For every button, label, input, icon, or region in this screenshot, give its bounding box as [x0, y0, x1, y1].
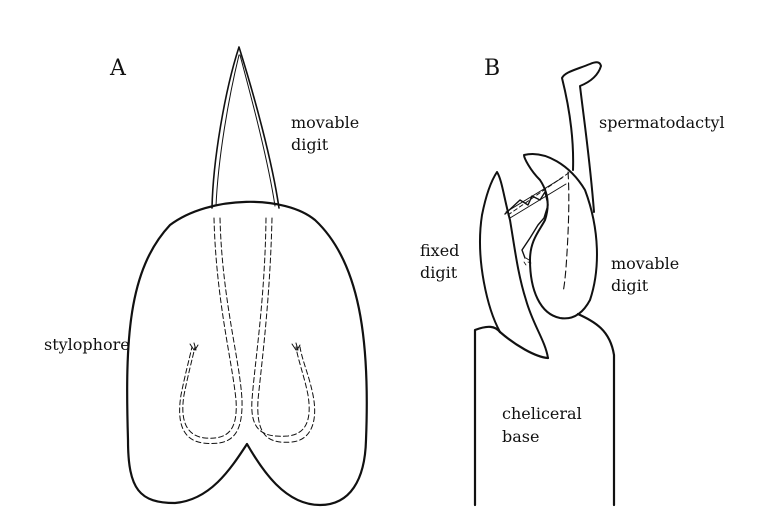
stylet-outline: [211, 46, 280, 209]
stylophore-outline: [126, 200, 368, 507]
spermatodactyl-outline: [561, 61, 602, 213]
label-cheliceral-base-line1: cheliceral: [502, 404, 582, 423]
label-spermatodactyl: spermatodactyl: [599, 113, 725, 132]
panel-b-drawing: [473, 61, 616, 507]
panel-b-letter: B: [484, 56, 501, 81]
fixed-digit-outline: [479, 171, 549, 359]
panel-a-letter: A: [110, 56, 126, 81]
label-cheliceral-base-line2: base: [502, 427, 540, 446]
label-stylophore: stylophore: [44, 335, 130, 354]
panel-a-drawing: [126, 46, 368, 507]
cheliceral-base-outline: [473, 325, 502, 507]
label-fixed-digit-line2: digit: [420, 263, 458, 282]
movable-digit-outline: [523, 153, 598, 320]
label-movable-digit-b-line2: digit: [611, 276, 649, 295]
label-movable-digit-b-line1: movable: [611, 254, 680, 273]
label-movable-digit-a-line2: digit: [291, 135, 329, 154]
label-fixed-digit-line1: fixed: [420, 241, 460, 260]
label-movable-digit-a-line1: movable: [291, 113, 360, 132]
